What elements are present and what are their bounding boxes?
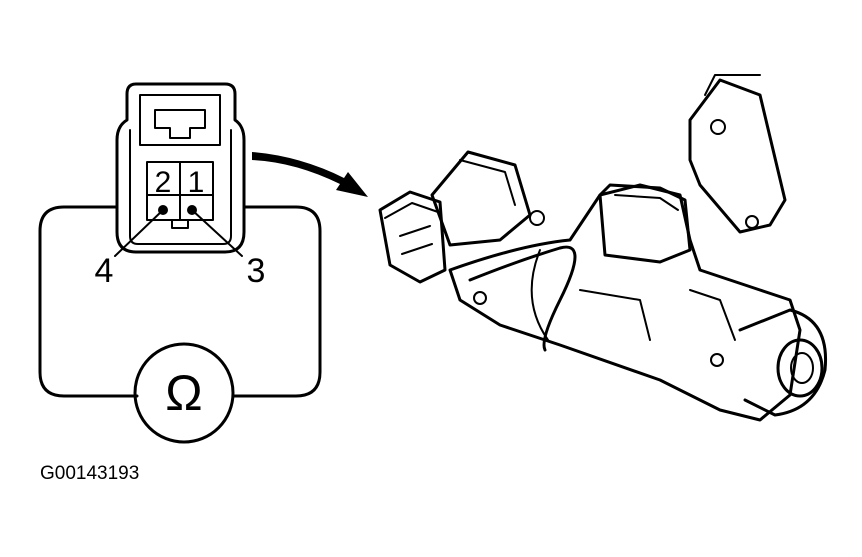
ohm-symbol: Ω	[165, 365, 202, 421]
terminal-label-3: 3	[247, 252, 266, 290]
leader-terminal-4	[114, 209, 164, 257]
pointer-arrow	[252, 152, 368, 197]
leader-terminal-3	[191, 209, 243, 257]
ignition-switch-assembly	[378, 74, 828, 422]
pin-label-1: 1	[188, 166, 205, 199]
terminal-label-4: 4	[95, 252, 114, 290]
connector: 2 1	[115, 82, 246, 254]
figure-code: G00143193	[40, 463, 139, 484]
ohmmeter: Ω	[133, 342, 235, 444]
pin-label-2: 2	[155, 166, 172, 199]
ohmmeter-circuit	[38, 205, 322, 398]
ohmmeter-circle	[133, 342, 235, 444]
